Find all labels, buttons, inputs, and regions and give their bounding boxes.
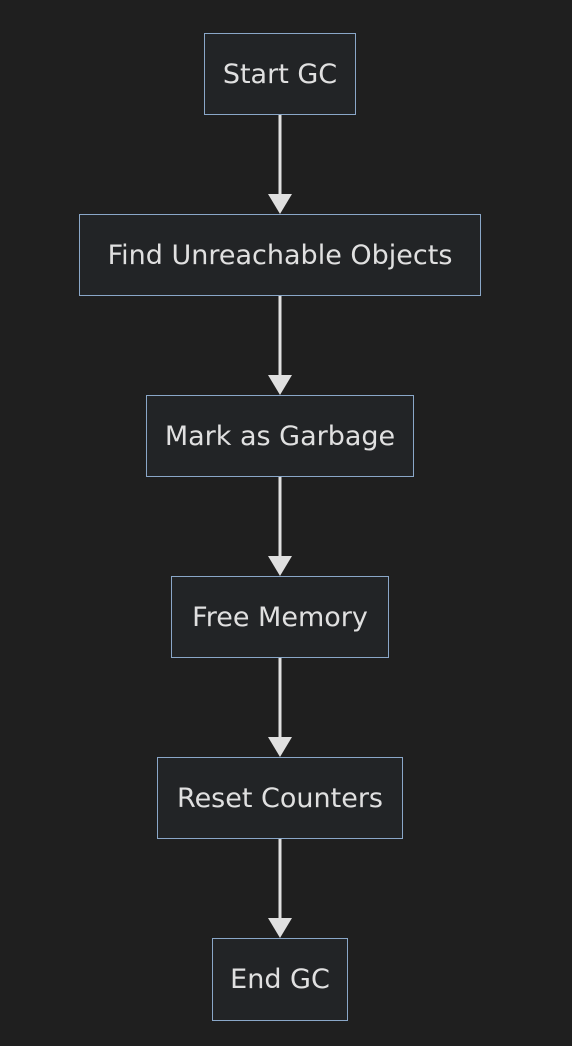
arrowhead-icon [268,375,292,395]
arrowhead-icon [268,737,292,757]
edge-start-to-find [268,115,292,214]
node-label: Reset Counters [177,782,383,814]
node-label: Mark as Garbage [164,420,396,452]
node-end-gc: End GC [212,938,348,1021]
node-start-gc: Start GC [204,33,356,115]
arrowhead-icon [268,194,292,214]
node-reset-counters: Reset Counters [157,757,403,839]
edge-mark-to-free [268,477,292,576]
node-free-memory: Free Memory [171,576,389,658]
edge-free-to-reset [268,658,292,757]
edge-reset-to-end [268,839,292,938]
node-label: End GC [230,964,330,995]
arrowhead-icon [268,918,292,938]
arrowhead-icon [268,556,292,576]
node-mark-as-garbage: Mark as Garbage [146,395,414,477]
node-find-unreachable-objects: Find Unreachable Objects [79,214,481,296]
node-label: Start GC [222,58,338,90]
node-label: Free Memory [192,601,368,633]
node-label: Find Unreachable Objects [107,239,453,271]
edge-find-to-mark [268,296,292,395]
